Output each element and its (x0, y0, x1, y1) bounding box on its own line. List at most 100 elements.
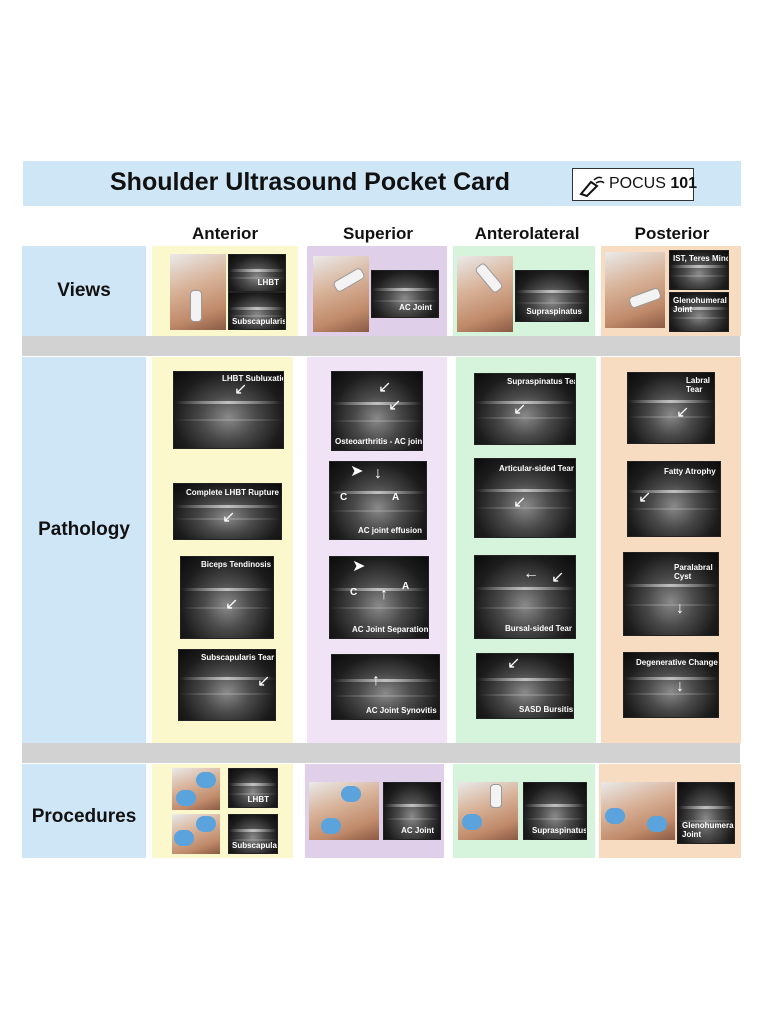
views-anterior-label-2: Subscapularis (232, 317, 286, 326)
procedures-anterior-photo-1 (172, 768, 220, 810)
pathology-superior-label-3: AC Joint Separation (352, 625, 429, 634)
pathology-superior-label-4: AC Joint Synovitis (366, 706, 437, 715)
pathology-anterior-us-3: Biceps Tendinosis ↙ (180, 556, 274, 639)
pathology-anterolateral-panel: Supraspinatus Tear ↙ Articular-sided Tea… (456, 357, 596, 743)
views-posterior-photo (605, 252, 665, 328)
column-header-posterior: Posterior (634, 224, 710, 243)
views-anterior-photo (170, 254, 226, 330)
procedures-superior-us: AC Joint (383, 782, 441, 840)
logo-number: 101 (670, 175, 698, 192)
views-superior-us: AC Joint (371, 270, 439, 318)
procedures-posterior-label: Glenohumeral Joint (682, 821, 735, 839)
probe-icon (579, 176, 605, 198)
row-header-procedures: Procedures (22, 764, 146, 858)
pathology-anterolateral-us-4: ↙ SASD Bursitis (476, 653, 574, 719)
views-anterior-label-1: LHBT (257, 278, 279, 287)
pathology-posterior-label-3: Paralabral Cyst (674, 563, 713, 581)
logo-text: POCUS (609, 175, 666, 192)
arrow-icon: ↙ (378, 379, 392, 396)
pathology-anterolateral-us-1: Supraspinatus Tear ↙ (474, 373, 576, 445)
procedures-anterolateral-panel: Supraspinatus (453, 764, 595, 858)
marker-a: A (402, 581, 410, 592)
arrow-icon: ↙ (507, 655, 521, 672)
arrow-icon: ↙ (388, 397, 402, 414)
procedures-anterolateral-photo (458, 782, 518, 840)
views-anterior-panel: LHBT Subscapularis (152, 246, 298, 336)
marker-c: C (350, 587, 358, 598)
pathology-posterior-us-4: Degenerative Changes ↓ (623, 652, 719, 718)
pathology-superior-us-3: ➤ C A ↑ AC Joint Separation (329, 556, 429, 639)
procedures-superior-panel: AC Joint (305, 764, 444, 858)
views-posterior-label-1: IST, Teres Minor (673, 254, 729, 263)
procedures-anterior-us-2: Subscapularis (228, 814, 278, 854)
pathology-posterior-panel: Labral Tear ↙ Fatty Atrophy ↙ Paralabral… (601, 357, 741, 743)
views-anterior-us-1: LHBT (228, 254, 286, 292)
pathology-superior-label-1: Osteoarthritis - AC joint (335, 437, 423, 446)
procedures-anterior-us-1: LHBT (228, 768, 278, 808)
row-header-views: Views (22, 246, 146, 336)
procedures-superior-label: AC Joint (401, 826, 434, 835)
pathology-superior-us-4: ↑ AC Joint Synovitis (331, 654, 440, 720)
pocus-logo: POCUS 101 (572, 168, 698, 201)
arrow-icon: ↑ (372, 672, 380, 689)
arrowhead-icon: ➤ (350, 463, 364, 480)
pathology-posterior-label-1: Labral Tear (686, 376, 711, 394)
pathology-anterior-label-3: Biceps Tendinosis (201, 560, 272, 569)
views-superior-photo (313, 256, 369, 332)
views-anterolateral-panel: Supraspinatus (453, 246, 595, 336)
views-anterolateral-photo (457, 256, 513, 332)
pathology-anterolateral-label-4: SASD Bursitis (519, 705, 574, 714)
row-label-procedures: Procedures (31, 806, 137, 827)
procedures-posterior-us: Glenohumeral Joint (677, 782, 735, 844)
column-header-superior: Superior (343, 224, 413, 243)
procedures-superior-photo (309, 782, 379, 840)
pathology-anterior-us-1: LHBT Subluxation ↙ (173, 371, 284, 449)
column-header-anterior: Anterior (191, 224, 259, 243)
arrow-icon: ↙ (638, 489, 652, 506)
views-posterior-label-2: Glenohumeral Joint (673, 296, 727, 314)
views-anterior-us-2: Subscapularis (228, 292, 286, 330)
arrow-icon: ↙ (676, 404, 690, 421)
procedures-anterior-panel: LHBT Subscapularis (152, 764, 293, 858)
pathology-anterior-us-2: Complete LHBT Rupture ↙ (173, 483, 282, 540)
procedures-anterolateral-label: Supraspinatus (532, 826, 587, 835)
arrow-icon: ↑ (380, 586, 388, 603)
pathology-anterior-label-1: LHBT Subluxation (222, 374, 283, 383)
column-header-anterolateral: Anterolateral (474, 224, 580, 243)
procedures-anterolateral-us: Supraspinatus (523, 782, 587, 840)
arrow-icon: ↓ (374, 465, 382, 482)
pathology-posterior-label-4: Degenerative Changes (636, 658, 719, 667)
pathology-posterior-us-2: Fatty Atrophy ↙ (627, 461, 721, 537)
procedures-posterior-panel: Glenohumeral Joint (599, 764, 741, 858)
views-posterior-us-1: IST, Teres Minor (669, 250, 729, 290)
views-posterior-us-2: Glenohumeral Joint (669, 292, 729, 332)
arrow-icon: ↙ (234, 381, 248, 398)
arrow-icon: ↙ (257, 673, 271, 690)
views-posterior-panel: IST, Teres Minor Glenohumeral Joint (601, 246, 741, 336)
pathology-anterior-panel: LHBT Subluxation ↙ Complete LHBT Rupture… (152, 357, 293, 743)
pathology-superior-us-1: ↙ ↙ Osteoarthritis - AC joint (331, 371, 423, 451)
pathology-superior-us-2: ➤ ↓ C A AC joint effusion (329, 461, 427, 540)
row-label-views: Views (57, 280, 111, 301)
procedures-anterior-photo-2 (172, 814, 220, 854)
views-superior-label: AC Joint (399, 303, 432, 312)
pathology-posterior-us-1: Labral Tear ↙ (627, 372, 715, 444)
pathology-anterior-label-2: Complete LHBT Rupture (186, 488, 279, 497)
procedures-anterior-label-1: LHBT (247, 795, 269, 804)
pathology-anterolateral-us-2: Articular-sided Tear ↙ (474, 458, 576, 538)
arrow-icon: ↙ (513, 494, 527, 511)
pathology-anterolateral-label-1: Supraspinatus Tear (507, 377, 576, 386)
pathology-anterolateral-us-3: ← ↙ Bursal-sided Tear (474, 555, 576, 639)
arrow-icon: ↙ (222, 509, 236, 526)
pathology-anterior-label-4: Subscapularis Tear (201, 653, 275, 662)
pathology-anterolateral-label-2: Articular-sided Tear (499, 464, 574, 473)
arrow-icon: ↙ (225, 596, 239, 613)
pathology-anterolateral-label-3: Bursal-sided Tear (505, 624, 572, 633)
pathology-posterior-us-3: Paralabral Cyst ↓ (623, 552, 719, 636)
arrow-icon: ↙ (513, 401, 527, 418)
pathology-superior-label-2: AC joint effusion (358, 526, 422, 535)
views-superior-panel: AC Joint (307, 246, 447, 336)
marker-c: C (340, 492, 348, 503)
arrow-icon: ← (523, 565, 539, 582)
pathology-anterior-us-4: Subscapularis Tear ↙ (178, 649, 276, 721)
